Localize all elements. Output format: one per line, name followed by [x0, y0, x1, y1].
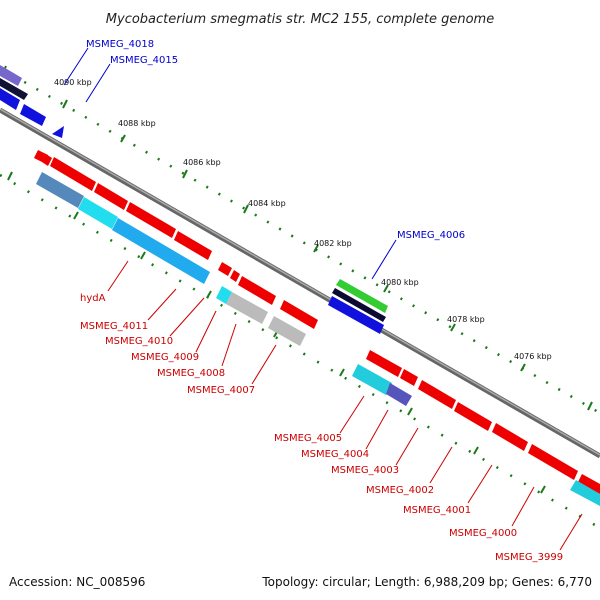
ruler-labels: 4090 kbp 4088 kbp 4086 kbp 4084 kbp 4082…: [54, 78, 552, 361]
gene-label[interactable]: MSMEG_4000: [449, 528, 517, 539]
gene-label[interactable]: MSMEG_4003: [331, 465, 399, 476]
forward-features-left: [0, 65, 64, 138]
gene-label[interactable]: MSMEG_4005: [274, 433, 342, 444]
blue-gene-labels: MSMEG_4018 MSMEG_4015 MSMEG_4006: [86, 39, 465, 241]
gene-feature: [238, 276, 276, 305]
tick-label: 4082 kbp: [314, 239, 352, 248]
gene-feature: [332, 288, 386, 322]
gene-feature: [230, 270, 240, 282]
gene-label[interactable]: hydA: [80, 293, 106, 304]
ruler-major-ticks: [2, 65, 593, 411]
gene-label[interactable]: MSMEG_4001: [403, 505, 471, 516]
gene-feature: [20, 104, 46, 126]
gene-label[interactable]: MSMEG_4007: [187, 385, 255, 396]
gene-feature: [0, 65, 22, 86]
tick-label: 4084 kbp: [248, 199, 286, 208]
gene-feature: [280, 300, 318, 329]
gene-feature: [0, 88, 20, 110]
tick-label: 4090 kbp: [54, 78, 92, 87]
genome-backbone: [0, 107, 600, 459]
red-gene-labels: hydA MSMEG_4011 MSMEG_4010 MSMEG_4009 MS…: [80, 293, 563, 563]
label-leaders: [63, 47, 583, 551]
gene-label[interactable]: MSMEG_4002: [366, 485, 434, 496]
gene-feature: [218, 262, 232, 276]
gene-label[interactable]: MSMEG_3999: [495, 552, 563, 563]
reverse-other-features: [36, 172, 600, 506]
inner-tick-track: [0, 173, 600, 530]
gene-feature: [52, 126, 64, 138]
ruler-track: [0, 66, 600, 415]
gene-feature: [126, 202, 176, 238]
gene-feature: [328, 296, 384, 334]
gene-feature: [78, 197, 118, 229]
tick-label: 4080 kbp: [381, 278, 419, 287]
gene-label[interactable]: MSMEG_4011: [80, 321, 148, 332]
gene-feature: [570, 480, 600, 506]
gene-feature: [366, 350, 402, 377]
tick-label: 4088 kbp: [118, 119, 156, 128]
gene-feature: [50, 157, 96, 191]
gene-feature: [268, 316, 306, 346]
gene-feature: [578, 474, 600, 494]
gene-label[interactable]: MSMEG_4018: [86, 39, 154, 50]
topology-summary: Topology: circular; Length: 6,988,209 bp…: [261, 575, 592, 589]
gene-feature: [216, 286, 232, 304]
gene-feature: [492, 423, 528, 451]
accession-text: Accession: NC_008596: [9, 575, 145, 589]
gene-feature: [42, 154, 52, 166]
map-title: Mycobacterium smegmatis str. MC2 155, co…: [106, 12, 494, 27]
forward-features-mid: [328, 279, 388, 334]
gene-label[interactable]: MSMEG_4008: [157, 368, 225, 379]
gene-feature: [0, 78, 28, 100]
gene-feature: [400, 369, 418, 386]
gene-label[interactable]: MSMEG_4004: [301, 449, 369, 460]
gene-label[interactable]: MSMEG_4009: [131, 352, 199, 363]
tick-label: 4078 kbp: [447, 315, 485, 324]
gene-feature: [418, 380, 456, 409]
gene-feature: [36, 172, 84, 208]
gene-label[interactable]: MSMEG_4015: [110, 55, 178, 66]
genome-backbone-highlight: [0, 108, 600, 456]
gene-feature: [386, 383, 412, 406]
gene-feature: [352, 364, 392, 395]
gene-feature: [94, 183, 128, 210]
gene-feature: [528, 444, 578, 480]
tick-label: 4086 kbp: [183, 158, 221, 167]
gene-feature: [112, 218, 210, 284]
gene-feature: [454, 402, 492, 431]
reverse-cds-features: [34, 150, 600, 494]
gene-feature: [226, 292, 268, 324]
gene-feature: [174, 231, 212, 260]
gene-label[interactable]: MSMEG_4010: [105, 336, 173, 347]
tick-label: 4076 kbp: [514, 352, 552, 361]
gene-label[interactable]: MSMEG_4006: [397, 230, 465, 241]
gene-feature: [336, 279, 388, 313]
